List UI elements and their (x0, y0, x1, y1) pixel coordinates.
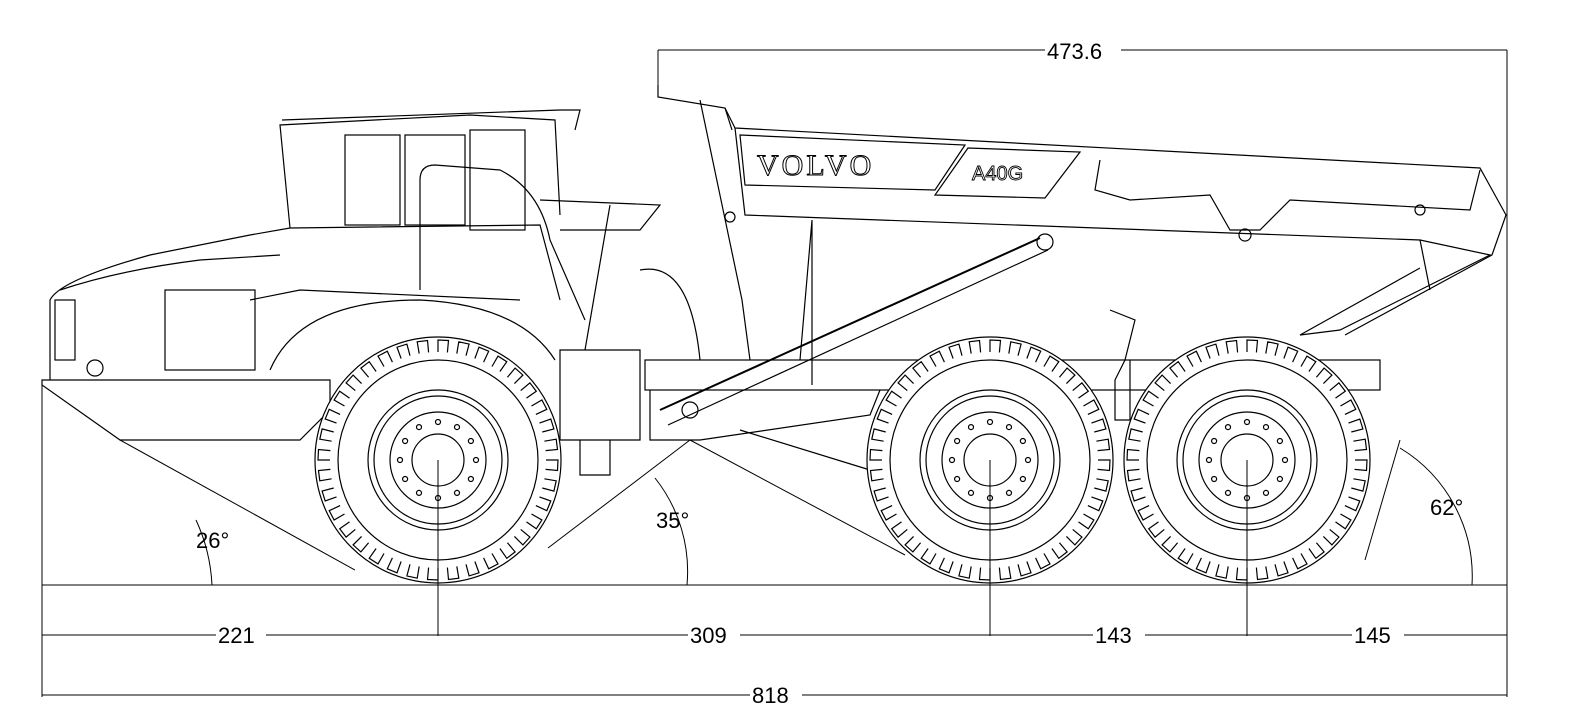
wheel-nut (472, 456, 480, 464)
wheel-nut (1205, 456, 1213, 464)
approach-angle-line (119, 439, 356, 571)
departure-angle-line (1364, 439, 1401, 561)
model-badge: A40G (972, 163, 1023, 185)
grille (164, 289, 256, 371)
wheel-nut (1210, 475, 1218, 483)
ramp-angle-label: 35° (656, 508, 689, 533)
approach-angle-label: 26° (196, 528, 229, 553)
wheel-nut (415, 424, 423, 431)
wheel-nut (1019, 437, 1027, 445)
wheel-nut (453, 489, 461, 496)
wheelbase-label: 309 (690, 623, 727, 648)
angle-lines: 26° 35° 62° (119, 439, 1473, 586)
ramp-angle-line-rear (689, 439, 906, 556)
approach-angle-arc (195, 519, 213, 586)
wheel-nut (1224, 489, 1232, 496)
tire-tread (317, 339, 559, 581)
tire-tread (1126, 339, 1368, 581)
model-panel (933, 147, 1082, 199)
departure-angle-arc (1399, 447, 1473, 586)
wheel-nut (415, 489, 423, 496)
wheel-nut (1281, 456, 1289, 464)
overall-length-label: 818 (752, 683, 789, 708)
ramp-angle-arc (654, 477, 689, 586)
dump-body-length-label: 473.6 (1047, 39, 1102, 64)
front-overhang-label: 221 (218, 623, 255, 648)
logo-panel (739, 134, 967, 191)
wheel-nut (1243, 418, 1251, 426)
departure-angle-label: 62° (1430, 495, 1463, 520)
wheel-nut (967, 424, 975, 431)
dump-body: VOLVO A40G (657, 85, 1507, 361)
wheel-nut (1276, 475, 1284, 483)
wheel-nut (1005, 489, 1013, 496)
wheel-nut (1024, 456, 1032, 464)
wheel-nut (1262, 424, 1270, 431)
wheel-nut (948, 456, 956, 464)
wheel-nut (434, 418, 442, 426)
wheel-nut (453, 424, 461, 431)
brand-logo: VOLVO (757, 149, 874, 182)
wheel-nut (467, 475, 474, 483)
dimension-lines: 473.6 221 309 143 145 818 (41, 38, 1508, 708)
wheel-nut (1210, 437, 1218, 445)
wheel-nut (1005, 424, 1013, 431)
wheels (314, 336, 1371, 584)
bogie-spacing-label: 143 (1095, 623, 1132, 648)
wheel-nut (1224, 424, 1232, 431)
wheel-nut (986, 418, 994, 426)
wheel-nut (402, 475, 409, 483)
wheel-nut (1019, 475, 1027, 483)
tractor-cab (41, 109, 701, 441)
wheel-nut (467, 437, 474, 445)
wheel-nut (1262, 489, 1270, 496)
wheel-nut (402, 437, 409, 445)
rear-overhang-label: 145 (1354, 623, 1391, 648)
wheel-nut (396, 456, 404, 464)
wheel-nut (1276, 437, 1284, 445)
ramp-angle-line-front (547, 439, 691, 549)
wheel-nut (953, 475, 961, 483)
hoist-cylinder (659, 219, 1054, 426)
wheel-nut (953, 437, 961, 445)
tire-tread (869, 339, 1111, 581)
wheel-nut (967, 489, 975, 496)
